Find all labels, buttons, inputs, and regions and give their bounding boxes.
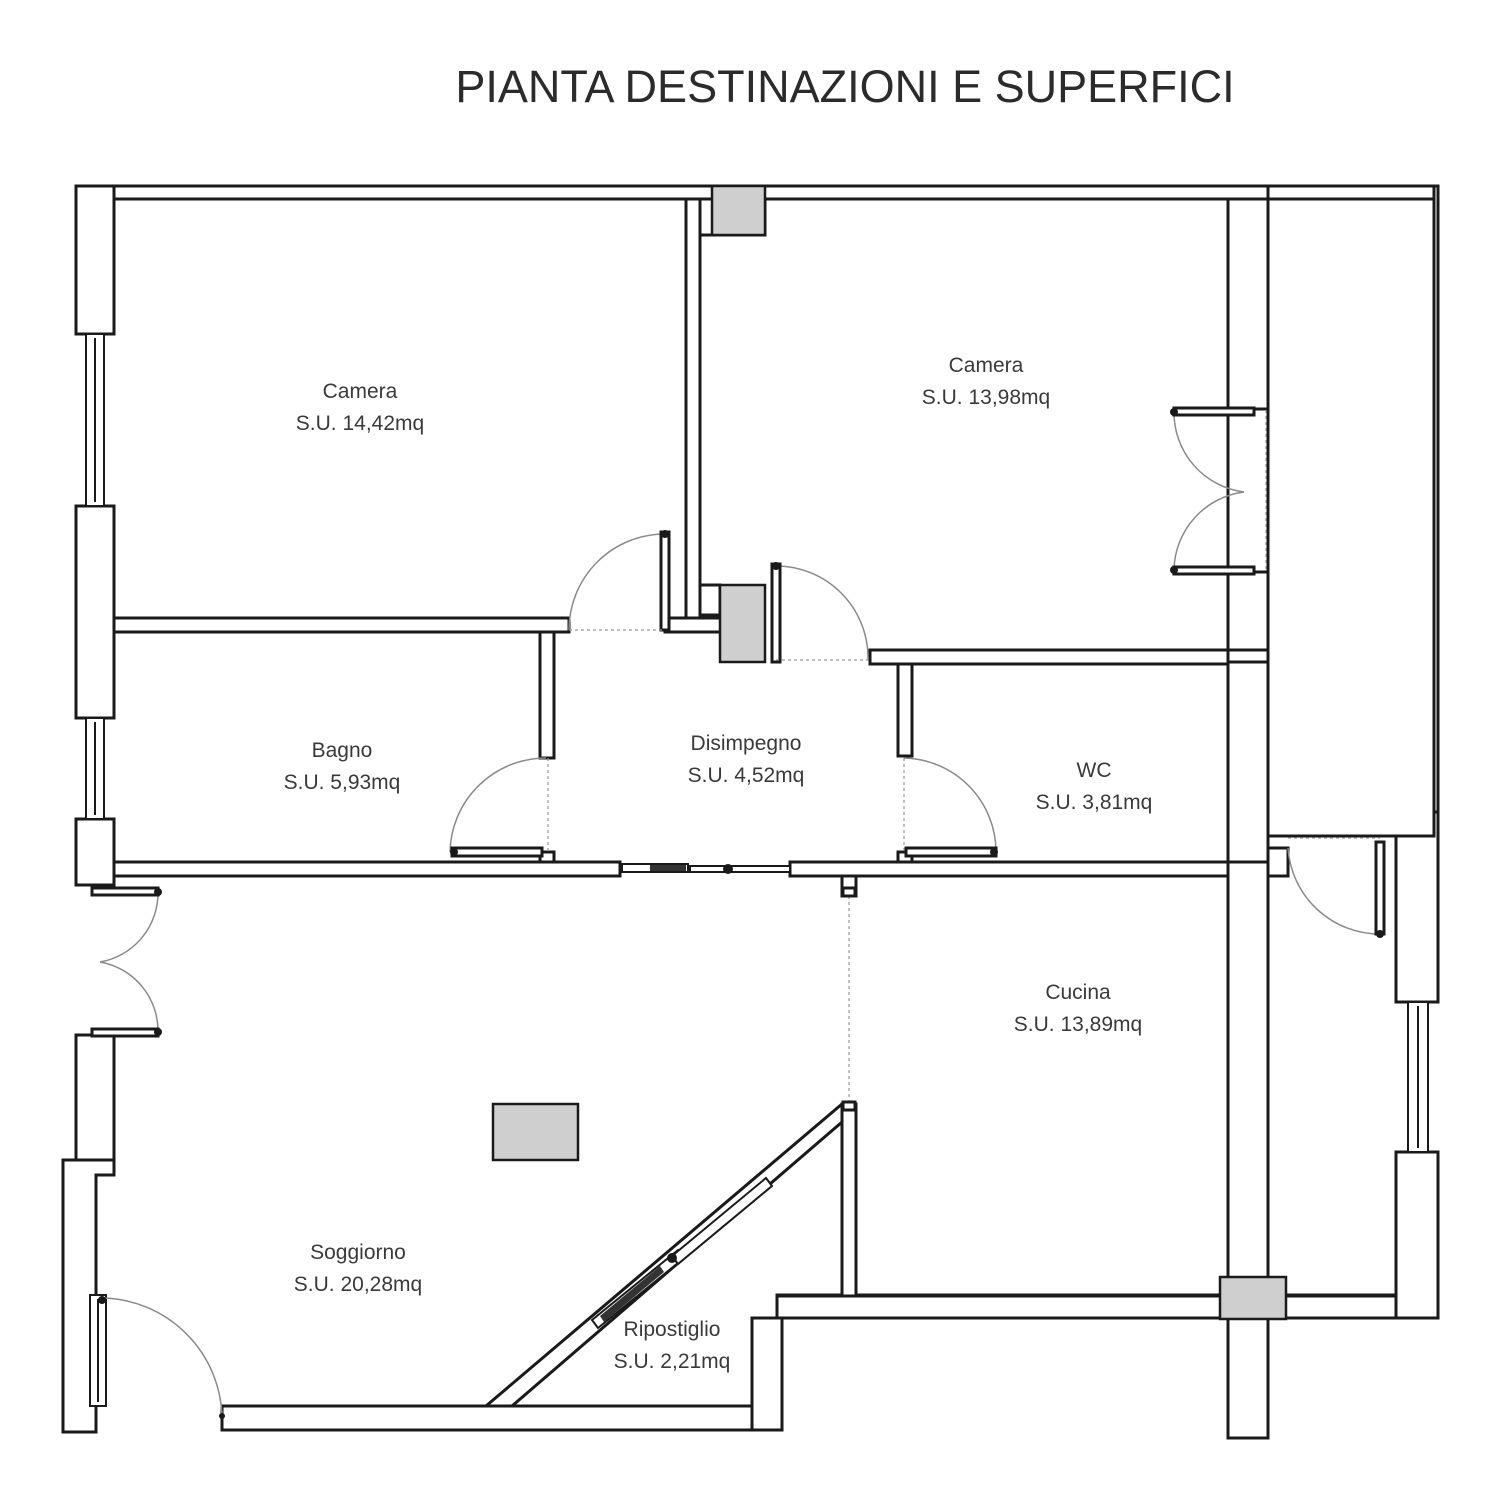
window-cucina [1407, 1001, 1429, 1153]
room-wc: WC S.U. 3,81mq [1036, 759, 1153, 814]
room-soggiorno: Soggiorno S.U. 20,28mq [294, 1241, 422, 1296]
wall-r1 [1226, 197, 1270, 411]
room-name: Camera [949, 354, 1024, 377]
door-bagno [449, 757, 549, 858]
wall-sog-kit-2 [840, 1102, 858, 1298]
room-name: Disimpegno [691, 732, 802, 755]
door-camera2-double [1170, 406, 1267, 576]
left-wall-2 [74, 504, 116, 720]
door-camera2 [770, 562, 869, 664]
right-top [1266, 184, 1440, 201]
room-area: S.U. 13,89mq [1014, 1013, 1142, 1036]
opening-soggiorno-cucina [841, 886, 857, 1112]
doors [90, 406, 1386, 1419]
right-wall-1 [1394, 810, 1440, 1004]
room-name: Soggiorno [310, 1241, 406, 1264]
bottom-wall-1 [220, 1404, 784, 1432]
wall-r3 [1266, 197, 1436, 838]
room-area: S.U. 5,93mq [284, 771, 401, 794]
shaft-mid [718, 583, 767, 664]
room-name: WC [1077, 759, 1112, 782]
interior-walls [112, 197, 1436, 1408]
wall-kit-top-r [1266, 846, 1290, 878]
room-name: Cucina [1045, 981, 1111, 1004]
room-area: S.U. 4,52mq [688, 764, 805, 787]
door-entrance-bottom [98, 1296, 225, 1419]
room-cucina: Cucina S.U. 13,89mq [1014, 981, 1142, 1036]
room-camera-1: Camera S.U. 14,42mq [296, 380, 424, 435]
window-bagno [85, 717, 105, 820]
plan-title: PIANTA DESTINAZIONI E SUPERFICI [455, 61, 1234, 112]
left-wall-5 [61, 1158, 116, 1434]
wall-kit-top [788, 860, 1230, 878]
room-name: Bagno [312, 739, 373, 762]
left-wall-3 [74, 817, 116, 887]
door-ripostiglio-sliding [590, 1176, 774, 1330]
room-camera-2: Camera S.U. 13,98mq [922, 354, 1050, 409]
wall-ripostiglio-diag [481, 1100, 844, 1408]
shaft-bottom [1218, 1275, 1288, 1321]
room-ripostiglio: Ripostiglio S.U. 2,21mq [614, 1318, 731, 1373]
window-camera1 [85, 333, 105, 507]
wall-c2-left-stub [698, 583, 722, 617]
shaft-top [710, 184, 767, 237]
windows [85, 333, 1429, 1407]
door-wc [903, 757, 998, 858]
room-name: Camera [323, 380, 398, 403]
wall-bagno-dis [538, 630, 556, 760]
room-name: Ripostiglio [624, 1318, 721, 1341]
wall-r4 [1226, 660, 1270, 864]
wall-c1-bagno [112, 616, 571, 634]
room-labels: Camera S.U. 14,42mq Camera S.U. 13,98mq … [284, 354, 1153, 1373]
room-area: S.U. 3,81mq [1036, 791, 1153, 814]
door-entrance-double [90, 886, 162, 1038]
room-area: S.U. 13,98mq [922, 386, 1050, 409]
left-wall-4 [74, 1033, 116, 1162]
wall-mid-v [684, 197, 702, 621]
wall-r2 [1226, 570, 1270, 652]
window-ingresso [89, 1294, 107, 1407]
wall-dis-wc [896, 662, 914, 758]
wall-sog-top [112, 860, 622, 878]
left-wall-1 [74, 184, 116, 336]
room-area: S.U. 14,42mq [296, 412, 424, 435]
room-bagno: Bagno S.U. 5,93mq [284, 739, 401, 794]
shafts [491, 184, 1288, 1321]
door-sliding-disimpegno [621, 863, 791, 874]
right-wall-2 [1394, 1150, 1440, 1320]
room-area: S.U. 2,21mq [614, 1350, 731, 1373]
bottom-wall-4 [750, 1316, 784, 1432]
wall-c2-bottom [868, 648, 1230, 666]
room-disimpegno: Disimpegno S.U. 4,52mq [688, 732, 805, 787]
shaft-soggiorno [491, 1102, 580, 1162]
door-cucina [1287, 837, 1386, 938]
room-area: S.U. 20,28mq [294, 1273, 422, 1296]
wall-c1-door-r [663, 616, 723, 634]
bottom-wall-3 [775, 1294, 1440, 1320]
door-camera1 [568, 530, 671, 632]
